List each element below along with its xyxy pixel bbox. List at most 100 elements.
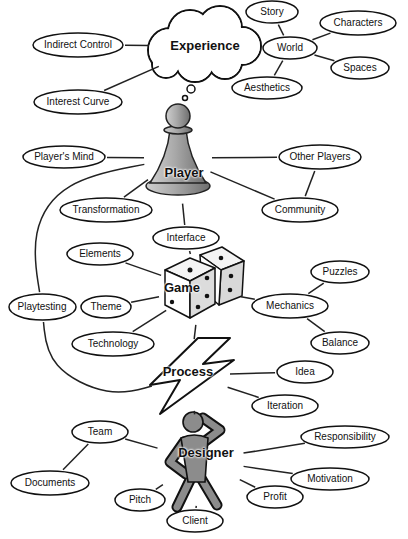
lens-oval: Interest Curve bbox=[33, 89, 123, 115]
connector-line bbox=[35, 164, 144, 292]
figure-label: Process bbox=[163, 364, 214, 379]
thought-bubbles-part bbox=[183, 96, 188, 101]
figure-label: Player bbox=[164, 165, 203, 180]
lens-oval: Community bbox=[261, 197, 339, 223]
lens-oval: Playtesting bbox=[8, 293, 77, 321]
connector-line bbox=[131, 297, 159, 302]
lens-oval: Profit bbox=[246, 485, 304, 509]
lens-name: Interest Curve bbox=[47, 96, 110, 108]
lens-name: Documents bbox=[25, 477, 76, 489]
lens-name: Aesthetics bbox=[244, 82, 290, 94]
connector-line bbox=[195, 506, 197, 508]
oval-outline bbox=[247, 486, 303, 508]
connector-line bbox=[124, 180, 148, 197]
connector-line bbox=[241, 297, 255, 300]
lens-name: Transformation bbox=[73, 204, 140, 216]
lens-name: Client bbox=[182, 515, 208, 527]
dice-pips-part bbox=[205, 276, 210, 281]
oval-outline bbox=[311, 332, 369, 354]
lens-name: Spaces bbox=[343, 62, 376, 74]
connector-line bbox=[244, 443, 305, 453]
connector-line bbox=[210, 172, 274, 199]
lens-oval: Team bbox=[71, 420, 129, 444]
figure-label-box: Process bbox=[160, 363, 217, 380]
lens-name: Elements bbox=[79, 248, 121, 260]
oval-outline bbox=[60, 198, 152, 222]
lens-oval: Motivation bbox=[290, 467, 370, 491]
lens-name: Theme bbox=[90, 301, 121, 313]
oval-outline bbox=[153, 227, 219, 249]
connector-line bbox=[193, 411, 195, 415]
lens-name: World bbox=[277, 42, 303, 54]
figure-label: Experience bbox=[170, 38, 239, 53]
lens-name: Balance bbox=[322, 337, 358, 349]
lens-oval: Spaces bbox=[330, 56, 390, 80]
lens-name: Motivation bbox=[307, 473, 353, 485]
lens-name: Responsibility bbox=[314, 431, 376, 443]
connector-line bbox=[274, 61, 282, 76]
lens-oval: Elements bbox=[66, 242, 134, 266]
connector-line bbox=[156, 485, 163, 490]
oval-outline bbox=[72, 421, 128, 443]
oval-outline bbox=[23, 146, 105, 168]
lens-oval: World bbox=[262, 36, 318, 60]
dice-pips-part bbox=[188, 268, 193, 273]
dice-pips-part bbox=[170, 300, 174, 304]
oval-outline bbox=[291, 468, 369, 490]
connector-line bbox=[307, 319, 325, 332]
pawn-figure-part bbox=[166, 104, 190, 128]
connector-line bbox=[312, 33, 330, 40]
connector-line bbox=[189, 251, 191, 254]
lens-name: Playtesting bbox=[18, 301, 67, 313]
lens-name: Community bbox=[275, 204, 326, 216]
oval-outline bbox=[33, 33, 123, 57]
lens-oval: Aesthetics bbox=[231, 76, 303, 100]
pawn-figure bbox=[146, 104, 210, 195]
connector-line bbox=[183, 204, 185, 225]
lens-oval: Pitch bbox=[114, 488, 166, 512]
lens-oval: Iteration bbox=[251, 394, 319, 418]
lens-oval: Story bbox=[245, 0, 299, 24]
dice-pips-part bbox=[229, 274, 234, 279]
oval-outline bbox=[72, 332, 154, 356]
lens-name: Technology bbox=[88, 338, 139, 350]
oval-outline bbox=[252, 395, 318, 417]
thought-bubbles-part bbox=[187, 85, 195, 93]
lens-oval: Interface bbox=[152, 226, 220, 250]
thought-cloud bbox=[148, 6, 261, 82]
lens-name: Characters bbox=[334, 17, 383, 29]
lens-name: Iteration bbox=[267, 400, 303, 412]
lens-name: Indirect Control bbox=[44, 39, 112, 51]
lens-oval: Mechanics bbox=[251, 293, 329, 319]
connector-line bbox=[133, 310, 167, 331]
connector-line bbox=[244, 466, 293, 473]
oval-outline bbox=[167, 510, 223, 532]
connector-line bbox=[308, 283, 323, 293]
connector-line bbox=[125, 439, 157, 448]
lens-name: Player's Mind bbox=[34, 151, 94, 163]
oval-outline bbox=[232, 77, 302, 99]
connector-line bbox=[194, 325, 196, 339]
lens-name: Story bbox=[260, 6, 283, 18]
oval-outline bbox=[34, 90, 122, 114]
oval-outline bbox=[115, 489, 165, 511]
connector-line bbox=[240, 480, 255, 488]
figure-label-box: Player bbox=[161, 164, 207, 181]
connector-line bbox=[107, 157, 144, 159]
connector-line bbox=[125, 263, 161, 275]
oval-outline bbox=[246, 1, 298, 23]
lens-oval: Technology bbox=[71, 331, 155, 357]
lens-name: Puzzles bbox=[322, 266, 357, 278]
figure-label-box: Game bbox=[161, 279, 204, 296]
lens-oval: Other Players bbox=[278, 144, 362, 170]
dice-figure-part bbox=[219, 261, 244, 305]
designer-body-part bbox=[183, 412, 203, 432]
connector-line bbox=[212, 157, 277, 159]
figure-label: Game bbox=[164, 280, 200, 295]
lens-oval: Indirect Control bbox=[32, 32, 124, 58]
pawn-figure-part bbox=[150, 130, 206, 183]
dice-pips-part bbox=[196, 305, 201, 310]
lens-oval: Theme bbox=[80, 295, 132, 319]
oval-outline bbox=[263, 37, 317, 59]
lens-name: Team bbox=[88, 426, 112, 438]
